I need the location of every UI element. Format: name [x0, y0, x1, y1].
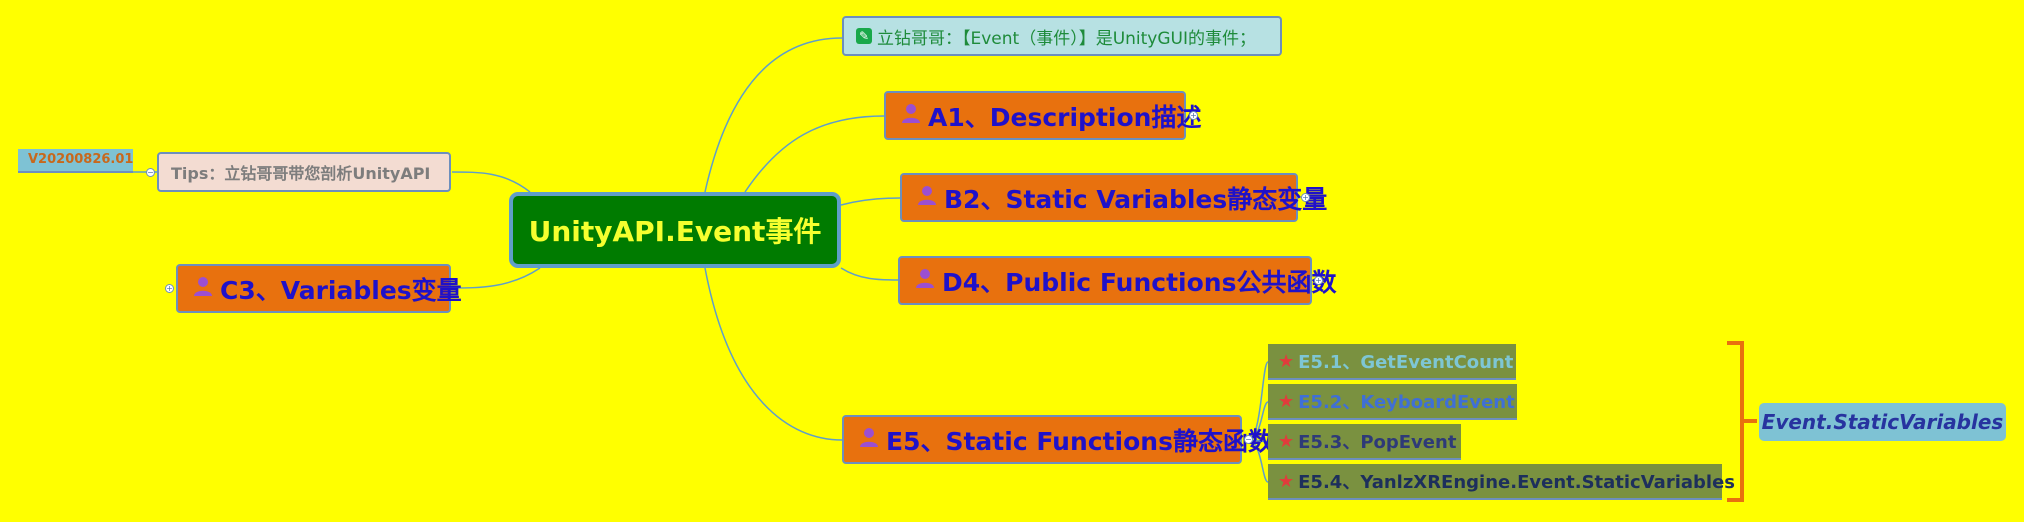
star-icon: ★ [1278, 470, 1295, 492]
person-icon [914, 266, 936, 295]
person-icon [900, 101, 922, 130]
branch-c3-label: C3、Variables变量 [220, 275, 462, 305]
summary-label: Event.StaticVariables [1761, 410, 2004, 434]
central-topic-label: UnityAPI.Event事件 [528, 215, 822, 248]
expand-toggle-a1[interactable]: + [1189, 111, 1198, 120]
branch-e5-static-functions[interactable]: E5、Static Functions静态函数 [842, 415, 1273, 464]
tip-node[interactable]: ✎ 立钻哥哥：【Event（事件）】是UnityGUI的事件； [842, 16, 1282, 56]
expand-toggle-d4[interactable]: + [1314, 276, 1323, 285]
sub-node-label: E5.4、YanlzXREngine.Event.StaticVariables [1298, 472, 1735, 493]
sub-node-label: E5.2、KeyboardEvent [1298, 392, 1515, 413]
sub-node-e5-3[interactable]: ★ E5.3、PopEvent [1268, 424, 1461, 460]
branch-e5-label: E5、Static Functions静态函数 [886, 426, 1273, 456]
version-label: V20200826.01 [18, 149, 133, 173]
sub-node-e5-4[interactable]: ★ E5.4、YanlzXREngine.Event.StaticVariabl… [1268, 464, 1735, 500]
person-icon [192, 274, 214, 303]
tips-node-label: Tips：立钻哥哥带您剖析UnityAPI [171, 164, 431, 183]
summary-node[interactable]: Event.StaticVariables [1759, 403, 2006, 441]
collapse-toggle-e5[interactable]: − [1244, 435, 1253, 444]
sub-node-e5-2[interactable]: ★ E5.2、KeyboardEvent [1268, 384, 1517, 420]
collapse-toggle-tips[interactable]: − [146, 168, 155, 177]
sub-node-label: E5.1、GetEventCount [1298, 352, 1514, 373]
branch-b2-static-variables[interactable]: B2、Static Variables静态变量 [900, 173, 1327, 222]
star-icon: ★ [1278, 390, 1295, 412]
tips-node[interactable]: Tips：立钻哥哥带您剖析UnityAPI [157, 152, 451, 192]
tip-node-label: 立钻哥哥：【Event（事件）】是UnityGUI的事件； [877, 28, 1256, 49]
expand-toggle-b2[interactable]: + [1301, 193, 1310, 202]
sub-node-label: E5.3、PopEvent [1298, 432, 1457, 453]
expand-toggle-c3[interactable]: + [165, 284, 174, 293]
person-icon [916, 183, 938, 212]
person-icon [858, 425, 880, 454]
branch-d4-public-functions[interactable]: D4、Public Functions公共函数 [898, 256, 1336, 305]
branch-a1-label: A1、Description描述 [928, 102, 1202, 132]
branch-d4-label: D4、Public Functions公共函数 [942, 267, 1337, 297]
branch-c3-variables[interactable]: C3、Variables变量 [176, 264, 462, 313]
star-icon: ★ [1278, 430, 1295, 452]
central-topic[interactable]: UnityAPI.Event事件 [509, 192, 841, 268]
pencil-icon: ✎ [856, 28, 872, 44]
branch-b2-label: B2、Static Variables静态变量 [944, 184, 1328, 214]
star-icon: ★ [1278, 350, 1295, 372]
branch-a1-description[interactable]: A1、Description描述 [884, 91, 1201, 140]
sub-node-e5-1[interactable]: ★ E5.1、GetEventCount [1268, 344, 1516, 380]
